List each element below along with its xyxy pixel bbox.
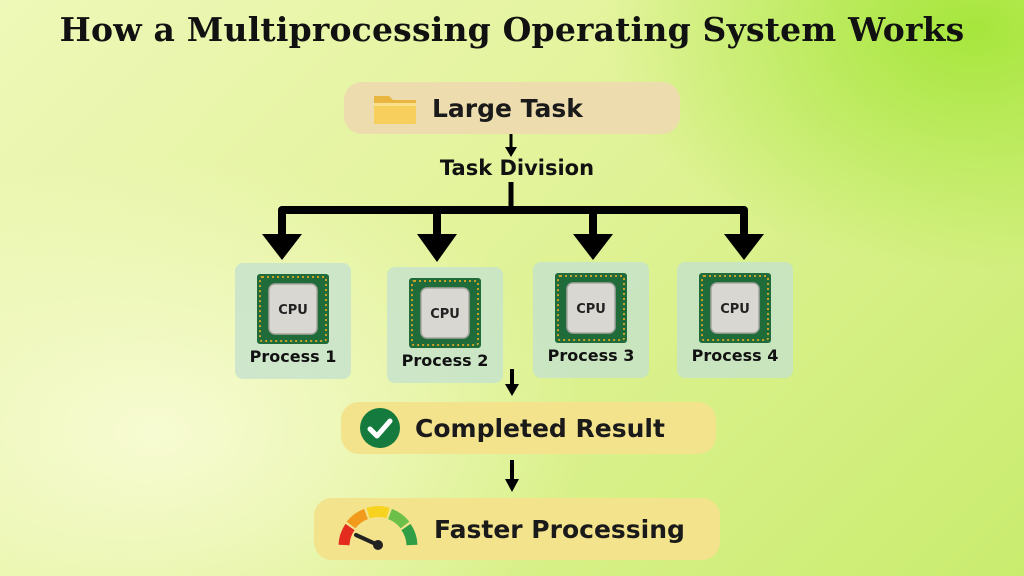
cpu-chip-icon: CPU xyxy=(699,273,771,343)
process-label-3: Process 3 xyxy=(547,346,635,365)
arrowhead-processes-to-result xyxy=(505,384,519,396)
process-card-3: CPU Process 3 xyxy=(533,262,649,378)
arrowhead-process-3 xyxy=(573,234,613,260)
page-title: How a Multiprocessing Operating System W… xyxy=(59,10,965,49)
cpu-chip-text: CPU xyxy=(430,307,460,322)
cpu-chip-text: CPU xyxy=(720,302,750,317)
folder-icon xyxy=(374,96,416,124)
arrowhead-result-to-faster xyxy=(505,479,519,492)
process-label-4: Process 4 xyxy=(691,346,779,365)
speedometer-icon xyxy=(338,506,418,550)
completed-result-node: Completed Result xyxy=(341,402,716,454)
cpu-chip-icon: CPU xyxy=(409,278,481,348)
cpu-chip-text: CPU xyxy=(278,303,308,318)
process-card-2: CPU Process 2 xyxy=(387,267,503,383)
large-task-node: Large Task xyxy=(344,82,680,134)
faster-processing-label: Faster Processing xyxy=(434,514,685,544)
task-division-label: Task Division xyxy=(439,156,595,180)
large-task-label: Large Task xyxy=(432,93,583,123)
arrowhead-process-1 xyxy=(262,234,302,260)
faster-processing-node: Faster Processing xyxy=(314,498,720,560)
process-card-4: CPU Process 4 xyxy=(677,262,793,378)
cpu-chip-icon: CPU xyxy=(257,274,329,344)
cpu-chip-icon: CPU xyxy=(555,273,627,343)
arrowhead-process-2 xyxy=(417,234,457,262)
division-bus xyxy=(278,206,748,238)
arrowhead-process-4 xyxy=(724,234,764,260)
process-label-1: Process 1 xyxy=(249,347,337,366)
process-card-1: CPU Process 1 xyxy=(235,263,351,379)
completed-result-label: Completed Result xyxy=(415,413,665,443)
check-circle-icon xyxy=(360,408,400,448)
arrowhead-task-to-division xyxy=(505,147,517,157)
cpu-chip-text: CPU xyxy=(576,302,606,317)
process-label-2: Process 2 xyxy=(401,351,489,370)
